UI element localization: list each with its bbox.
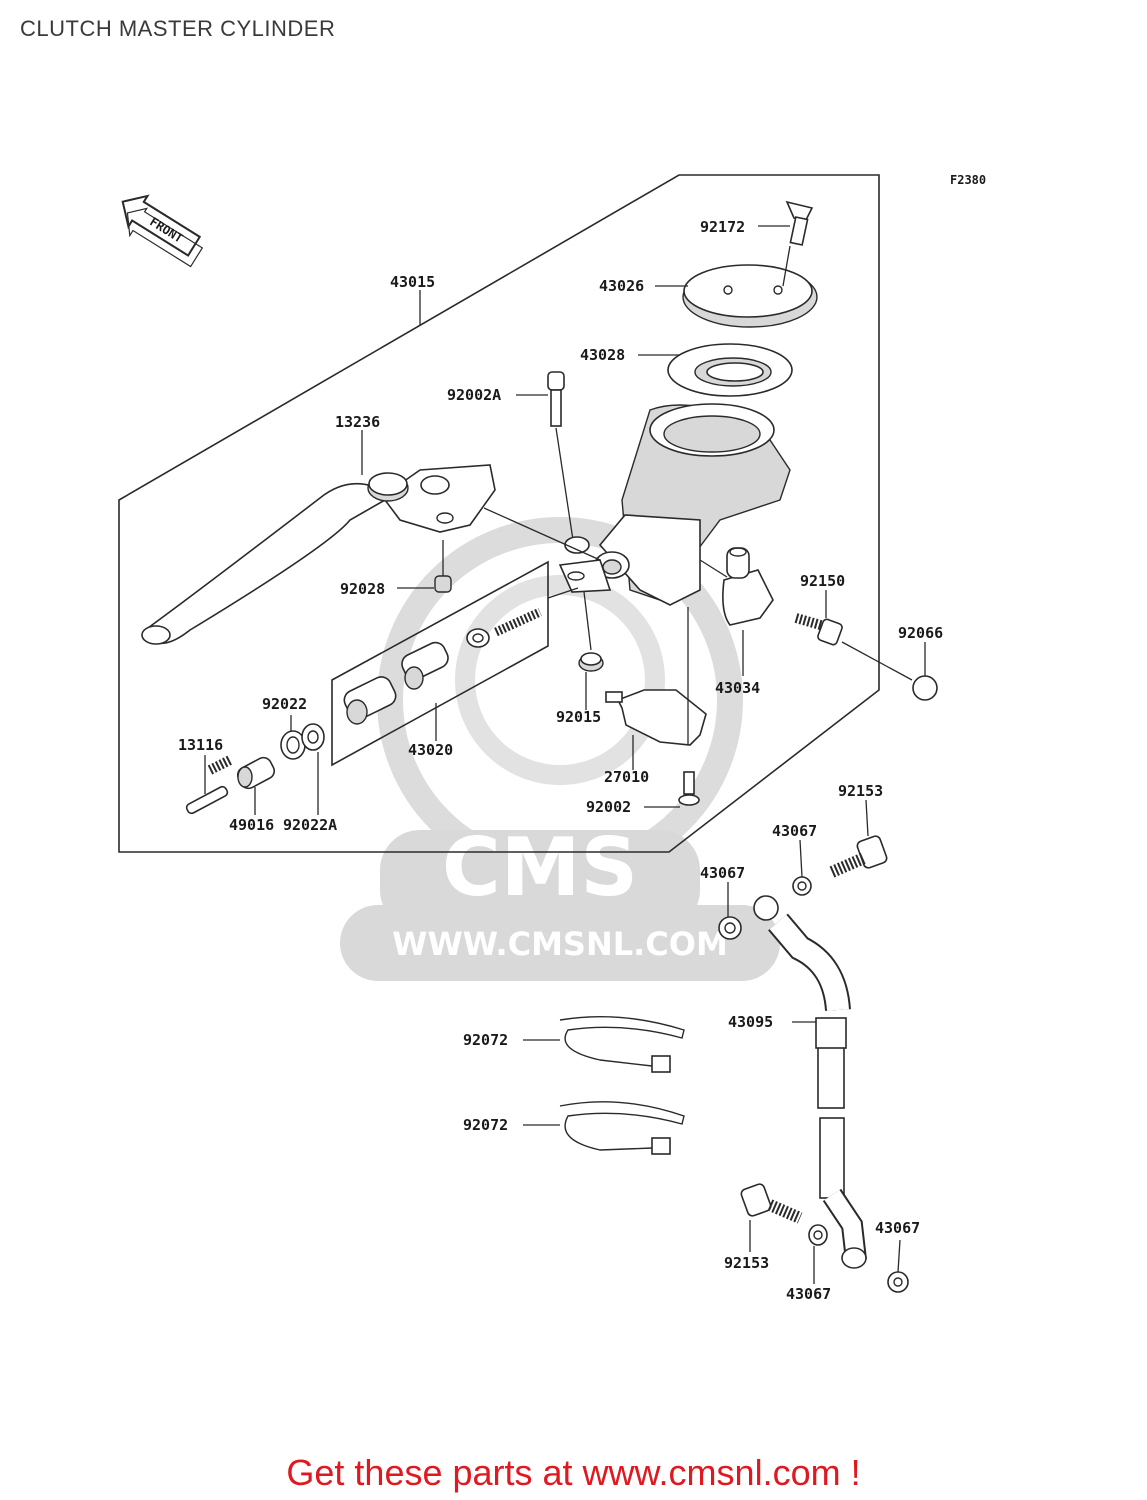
part-label-92002a: 92002A <box>447 386 501 404</box>
part-label-43034: 43034 <box>715 679 760 697</box>
part-label-49016: 49016 <box>229 816 274 834</box>
part-label-92028: 92028 <box>340 580 385 598</box>
part-label-92150: 92150 <box>800 572 845 590</box>
push-rod-part <box>185 755 233 815</box>
cable-tie-lower-part <box>559 1101 685 1155</box>
assembly-frame <box>118 174 880 853</box>
cap-screw-part <box>782 200 814 287</box>
part-label-43067-upper-right: 43067 <box>772 822 817 840</box>
clutch-switch-part <box>605 607 707 746</box>
washer-lower-left-part <box>808 1224 828 1246</box>
leader-lines <box>204 225 926 1284</box>
banjo-bolt-upper-part <box>829 835 888 878</box>
part-label-92002: 92002 <box>586 798 631 816</box>
part-label-92172: 92172 <box>700 218 745 236</box>
call-to-action-link[interactable]: Get these parts at www.cmsnl.com ! <box>286 1452 861 1493</box>
part-label-92072-lower: 92072 <box>463 1116 508 1134</box>
piston-kit-frame <box>331 560 549 767</box>
switch-screw-part <box>678 771 700 806</box>
diaphragm-part <box>667 343 793 397</box>
part-label-92022: 92022 <box>262 695 307 713</box>
part-label-27010: 27010 <box>604 768 649 786</box>
page-title: CLUTCH MASTER CYLINDER <box>20 16 336 41</box>
part-label-92015: 92015 <box>556 708 601 726</box>
clamp-bolt-part <box>794 613 913 681</box>
front-arrow-icon: FRONT <box>121 194 204 268</box>
cable-tie-upper-part <box>559 1015 685 1073</box>
washer-upper-right-part <box>792 876 812 896</box>
watermark-url: WWW.CMSNL.COM <box>392 925 728 963</box>
part-label-92153-upper: 92153 <box>838 782 883 800</box>
part-label-43067-upper-left: 43067 <box>700 864 745 882</box>
part-label-92066: 92066 <box>898 624 943 642</box>
part-label-43095: 43095 <box>728 1013 773 1031</box>
part-label-43028: 43028 <box>580 346 625 364</box>
watermark: CMS WWW.CMSNL.COM <box>340 517 780 981</box>
nut-part <box>578 591 604 672</box>
adjuster-part <box>236 756 276 790</box>
part-label-13116: 13116 <box>178 736 223 754</box>
clutch-lever-part <box>141 464 601 645</box>
banjo-bolt-lower-part <box>740 1183 803 1224</box>
figure-code: F2380 <box>950 173 986 187</box>
part-label-92072-upper: 92072 <box>463 1031 508 1049</box>
part-label-43015: 43015 <box>390 273 435 291</box>
part-labels: 92172 43026 43028 43015 92002A 13236 920… <box>178 218 943 1303</box>
master-cylinder-body-part <box>558 403 791 606</box>
part-label-43067-lower-left: 43067 <box>786 1285 831 1303</box>
part-label-13236: 13236 <box>335 413 380 431</box>
part-label-43020: 43020 <box>408 741 453 759</box>
reservoir-cap-part <box>682 264 818 328</box>
part-label-92022a: 92022A <box>283 816 337 834</box>
washer-upper-left-part <box>718 916 742 940</box>
pivot-screw-part <box>547 371 590 554</box>
part-label-43067-lower-right: 43067 <box>875 1219 920 1237</box>
watermark-logo: CMS <box>442 821 638 914</box>
cap-part <box>912 675 938 701</box>
washer-lower-right-part <box>887 1271 909 1293</box>
part-label-43026: 43026 <box>599 277 644 295</box>
clamp-holder-part <box>699 547 774 626</box>
lever-bushing-part <box>434 540 452 593</box>
oring-parts <box>280 723 325 760</box>
clutch-hose-part <box>753 895 867 1269</box>
piston-kit-parts <box>343 587 579 725</box>
part-label-92153-lower: 92153 <box>724 1254 769 1272</box>
